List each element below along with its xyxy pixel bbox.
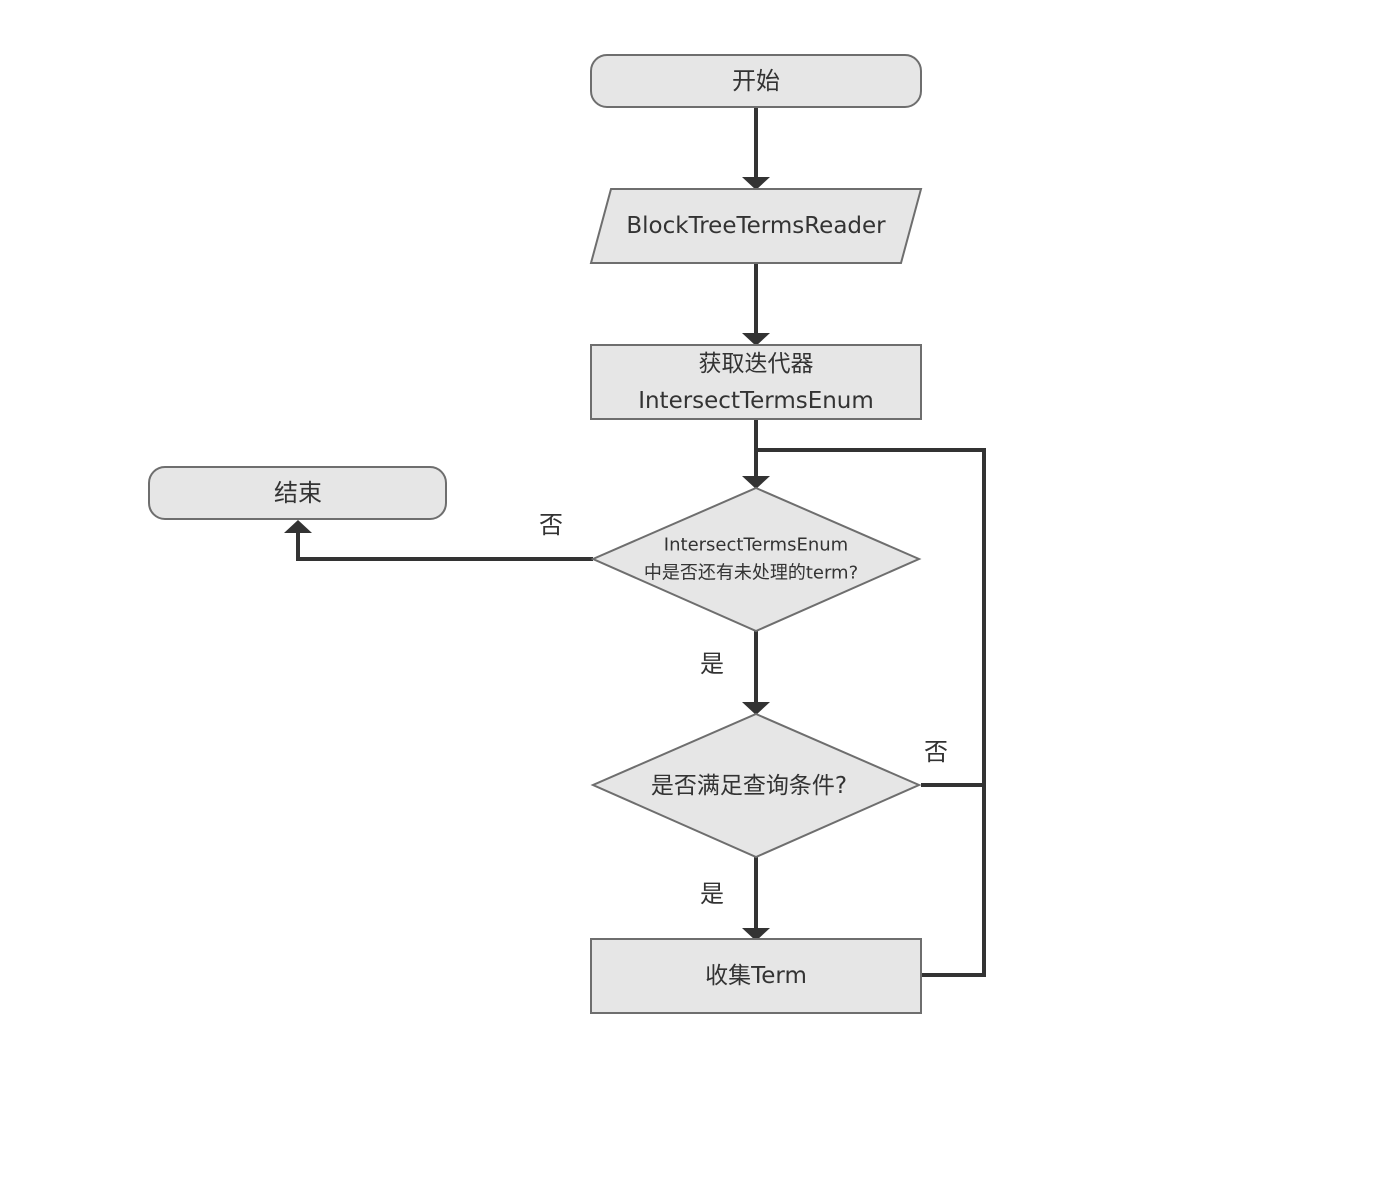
nodes: 开始 BlockTreeTermsReader 获取迭代器 IntersectT… bbox=[148, 54, 923, 1014]
node-label: 收集Term bbox=[705, 963, 807, 989]
data-parallelogram-shape bbox=[589, 188, 923, 264]
edge-label-has-term-yes: 是 bbox=[700, 650, 724, 678]
decision-diamond-shape bbox=[590, 486, 922, 633]
edges bbox=[284, 107, 986, 977]
node-label-line1: IntersectTermsEnum bbox=[664, 535, 848, 556]
node-decision-match[interactable]: 是否满足查询条件? bbox=[590, 712, 922, 859]
process-shape bbox=[590, 938, 922, 1014]
node-label-line1: 获取迭代器 bbox=[699, 351, 814, 377]
node-end[interactable]: 结束 bbox=[148, 466, 447, 520]
decision-diamond-shape bbox=[590, 712, 922, 859]
terminator-shape bbox=[590, 54, 922, 108]
arrowhead-reader bbox=[742, 177, 770, 190]
arrowhead-match bbox=[742, 702, 770, 715]
edge-has-term-no bbox=[296, 531, 593, 561]
edge-labels: 否 是 否 是 bbox=[539, 511, 948, 908]
process-shape bbox=[590, 344, 922, 420]
edge-loop-back bbox=[756, 448, 986, 977]
edge-label-has-term-no: 否 bbox=[539, 511, 563, 539]
node-get-iterator[interactable]: 获取迭代器 IntersectTermsEnum bbox=[590, 344, 922, 420]
node-collect-term[interactable]: 收集Term bbox=[590, 938, 922, 1014]
node-label: 开始 bbox=[732, 67, 780, 95]
arrowhead-decision-has-term bbox=[742, 476, 770, 489]
edge-label-match-no: 否 bbox=[924, 738, 948, 766]
node-label-line2: 中是否还有未处理的term? bbox=[644, 563, 858, 584]
node-label: BlockTreeTermsReader bbox=[626, 213, 886, 239]
node-start[interactable]: 开始 bbox=[590, 54, 922, 108]
node-decision-has-term[interactable]: IntersectTermsEnum 中是否还有未处理的term? bbox=[590, 486, 922, 633]
arrowhead-iterator bbox=[742, 333, 770, 346]
terminator-shape bbox=[148, 466, 447, 520]
arrowhead-collect bbox=[742, 928, 770, 941]
node-label-line2: IntersectTermsEnum bbox=[638, 388, 874, 414]
node-reader[interactable]: BlockTreeTermsReader bbox=[589, 188, 923, 264]
arrowhead-end bbox=[284, 520, 312, 533]
node-label: 是否满足查询条件? bbox=[651, 773, 847, 799]
node-label: 结束 bbox=[274, 479, 322, 507]
edge-label-match-yes: 是 bbox=[700, 880, 724, 908]
